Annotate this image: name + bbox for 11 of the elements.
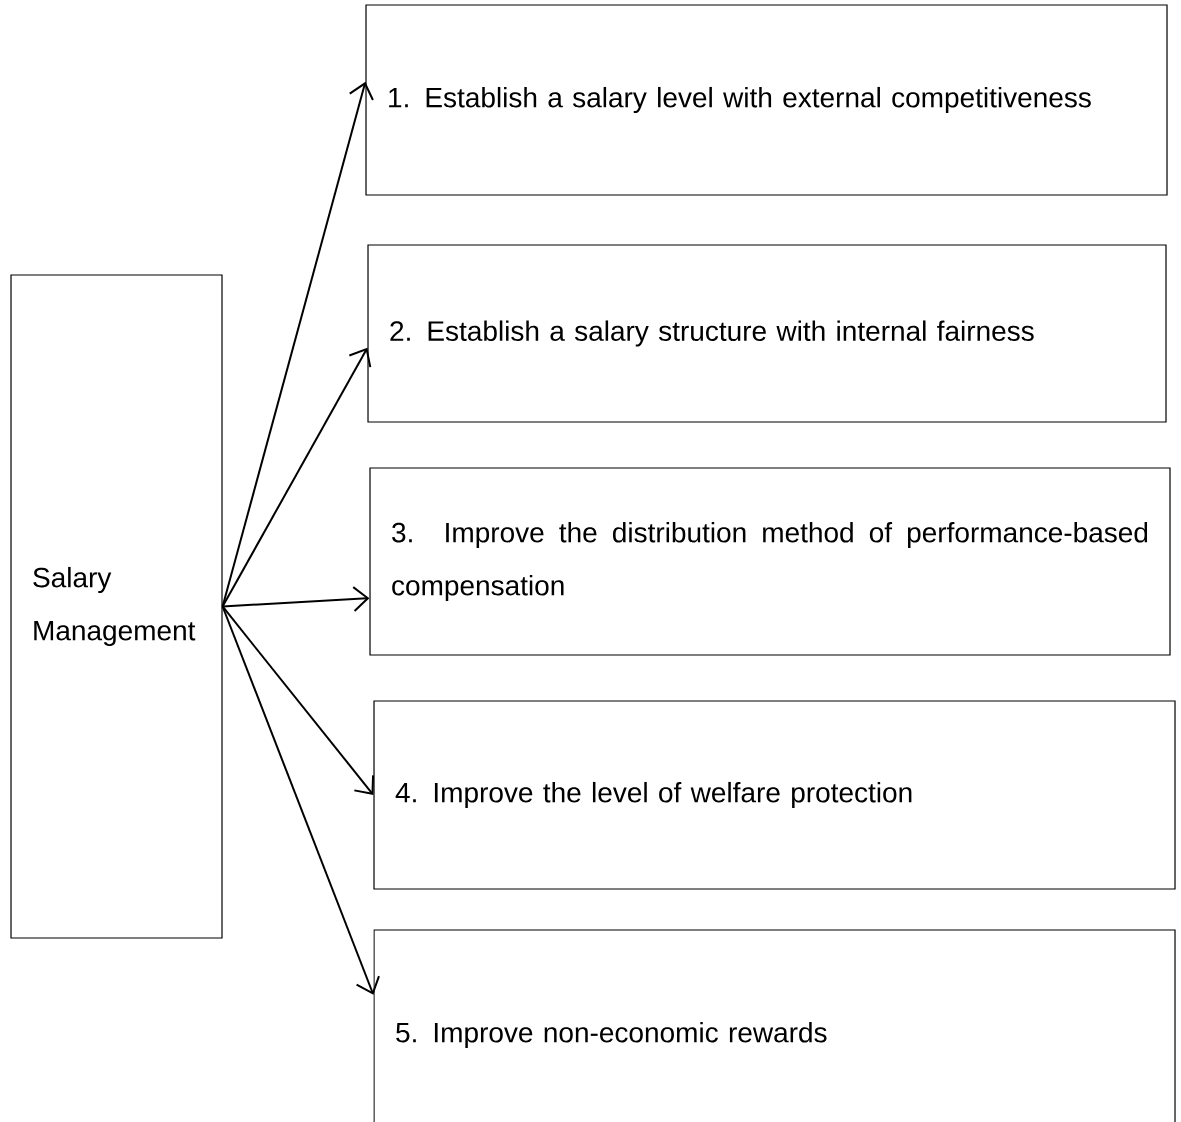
- text-box: Salary Management: [10, 274, 223, 939]
- arrow: [221, 586, 370, 613]
- text-box: 5. Improve non-economic rewards: [373, 929, 1176, 1122]
- text-box: 4. Improve the level of welfare protection: [373, 700, 1176, 890]
- arrow: [221, 347, 372, 608]
- arrow: [221, 81, 374, 608]
- text-box: 1. Establish a salary level with external competitiveness: [365, 4, 1168, 196]
- text-box: 3. Improve the distribution method of performance-based compensation: [369, 467, 1171, 656]
- arrow: [221, 605, 380, 995]
- arrow: [221, 605, 375, 795]
- text-box: 2. Establish a salary structure with internal fairness: [367, 244, 1167, 423]
